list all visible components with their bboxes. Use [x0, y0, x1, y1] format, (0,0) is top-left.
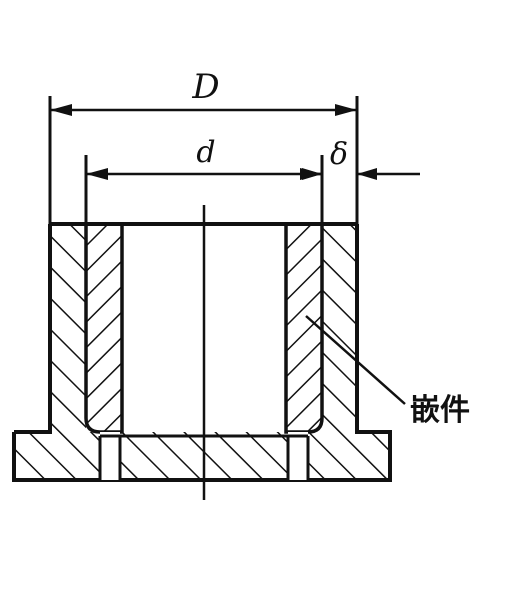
- dimension-label-d: d: [196, 135, 215, 170]
- dimension-D: D: [48, 67, 359, 224]
- dimension-delta: δ: [302, 137, 420, 180]
- dimension-label-D: D: [191, 67, 219, 107]
- insert-label: 嵌件: [410, 393, 470, 428]
- housing-section: [12, 222, 392, 482]
- insert-leader: 嵌件: [305, 315, 470, 428]
- insert-right: [284, 222, 324, 434]
- dimension-label-delta: δ: [330, 137, 348, 172]
- insert-left: [84, 222, 124, 434]
